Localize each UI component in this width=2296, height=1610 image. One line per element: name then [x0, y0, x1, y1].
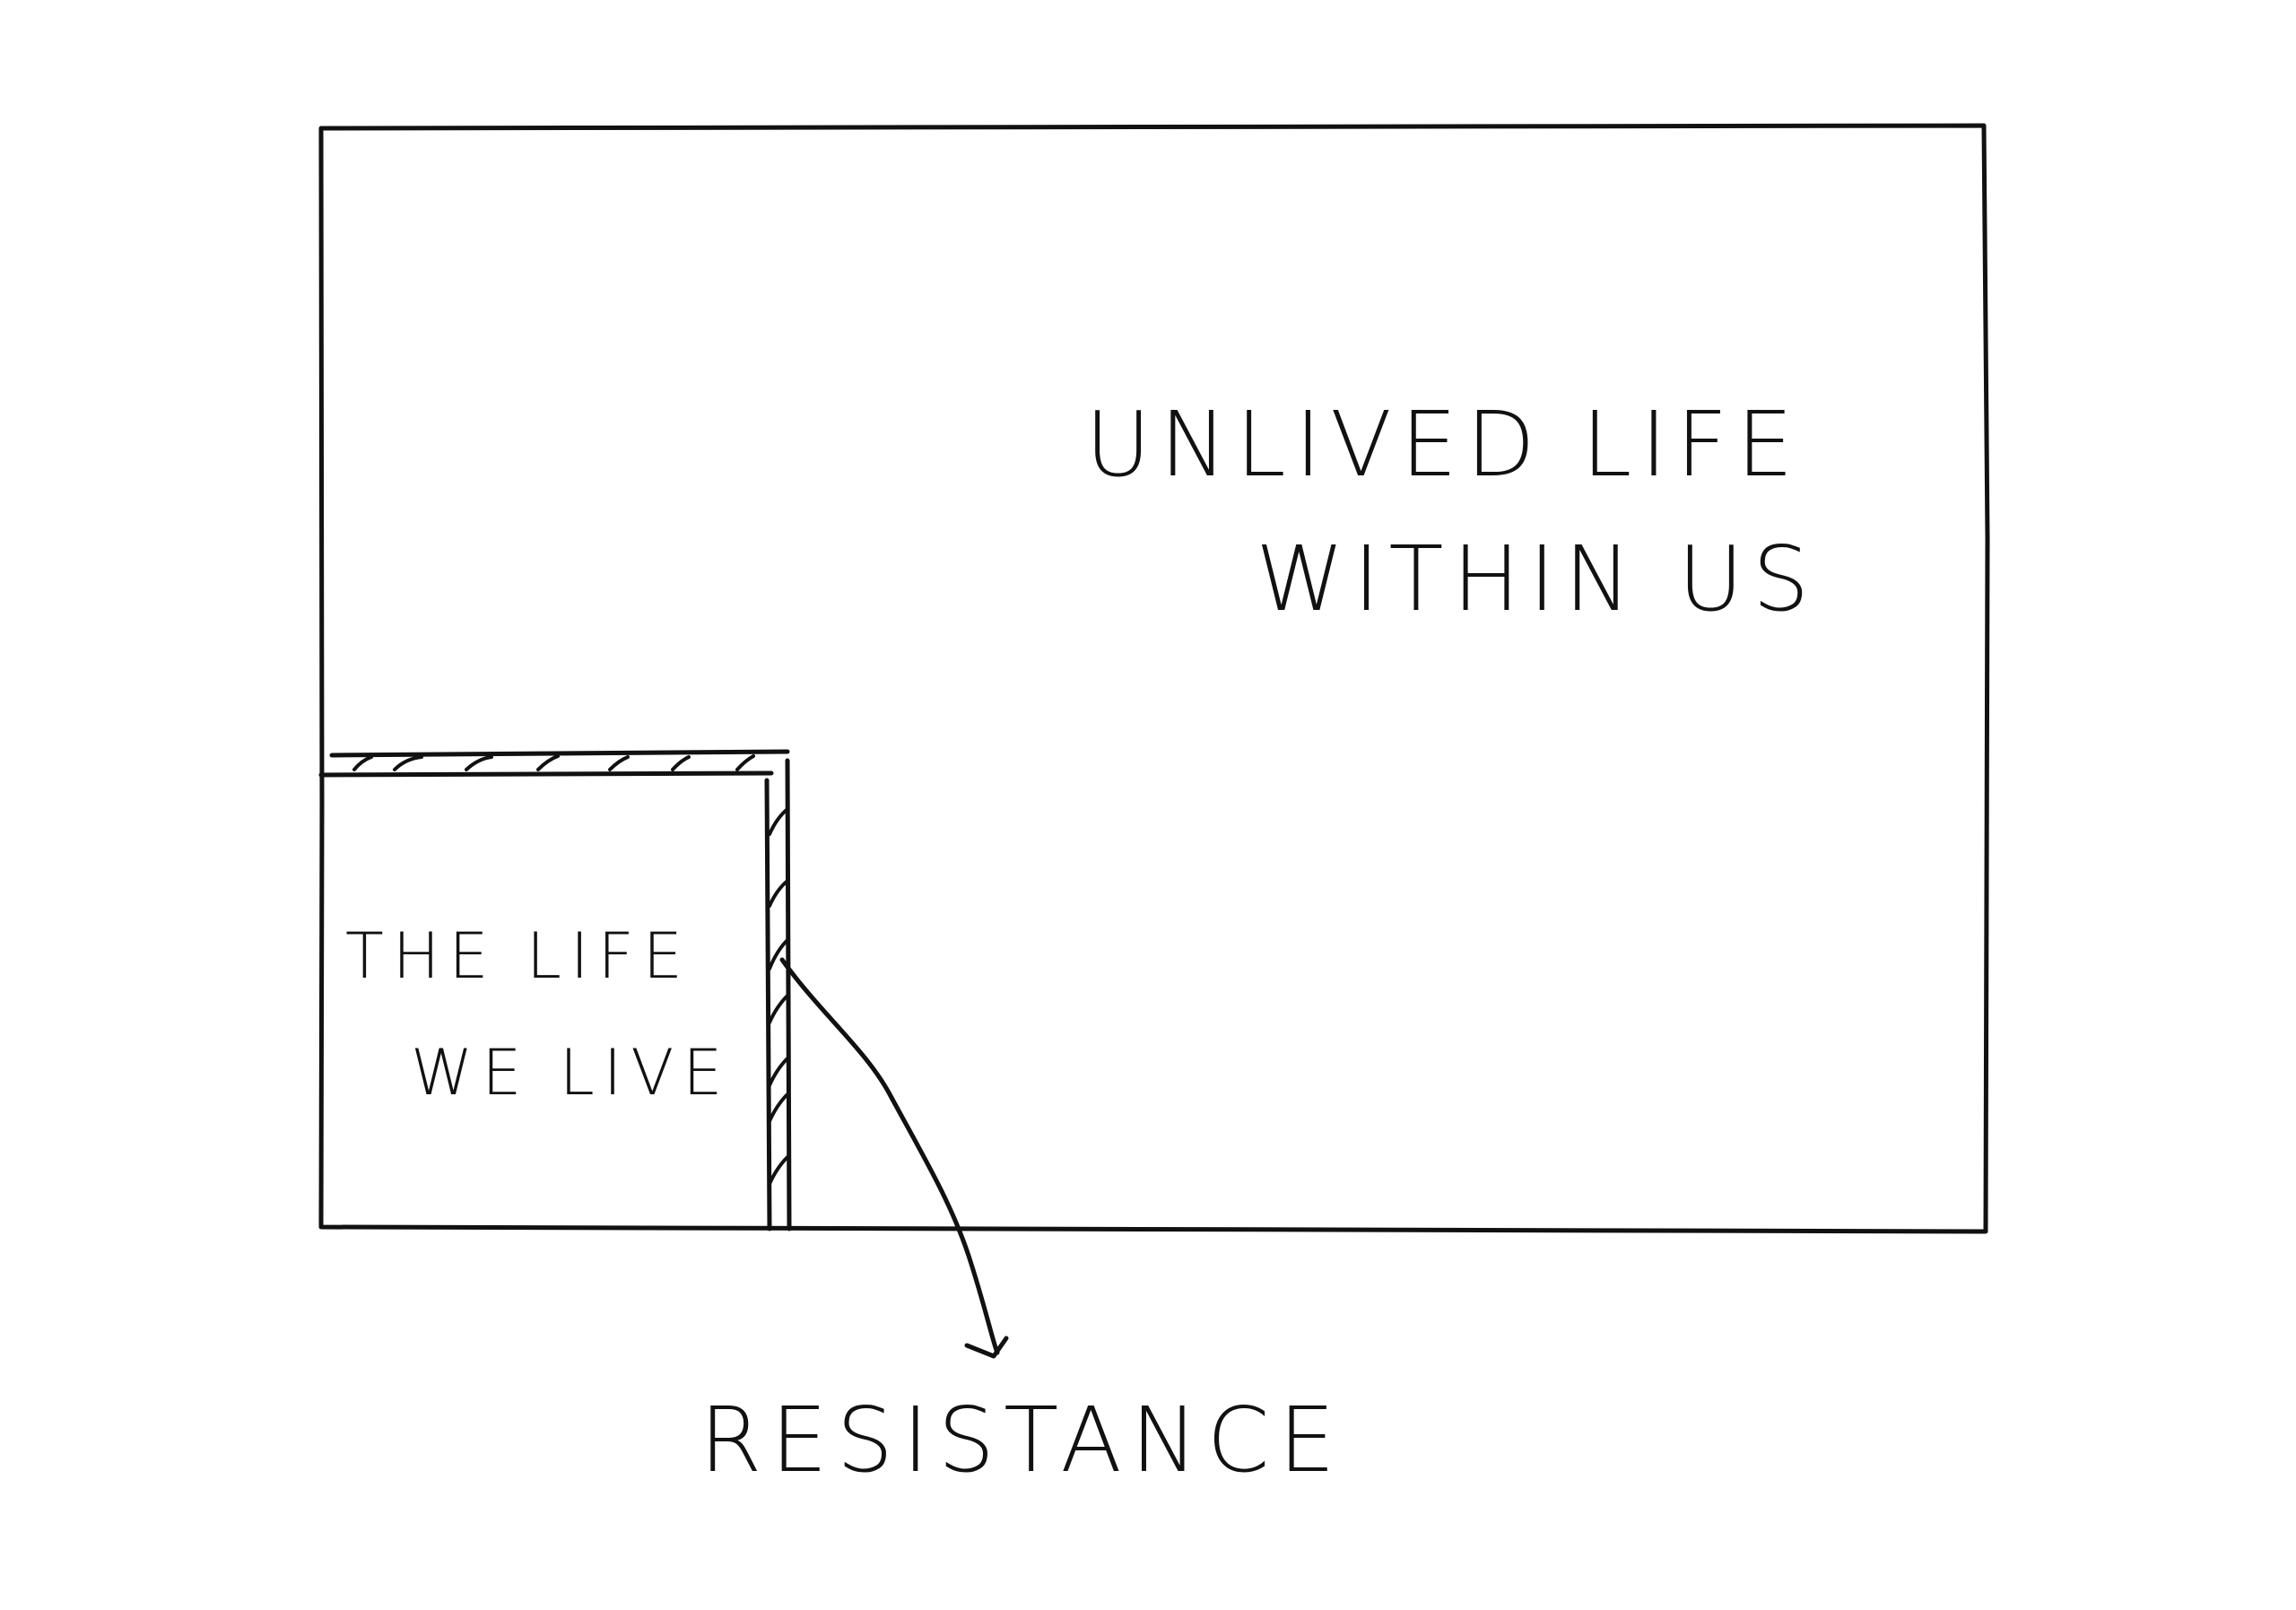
unlived-life-label-line2: WITHIN US [1256, 527, 1818, 631]
resistance-arrow [779, 957, 1000, 1355]
right-wall-hatching [768, 807, 789, 1186]
lived-life-label-line2: WE LIVE [411, 1036, 731, 1110]
inner-box-top-edge [318, 770, 774, 778]
resistance-label: RESISTANCE [700, 1388, 1344, 1493]
top-wall-hatching [352, 754, 755, 771]
inner-box-right-edge [764, 778, 772, 1231]
inner-box-top-outer-edge [329, 749, 790, 758]
lived-life-label-line1: THE LIFE [345, 919, 691, 993]
outer-box [318, 123, 1990, 1234]
unlived-life-label-line1: UNLIVED LIFE [1085, 392, 1803, 497]
arrow-head-icon [964, 1336, 1009, 1359]
